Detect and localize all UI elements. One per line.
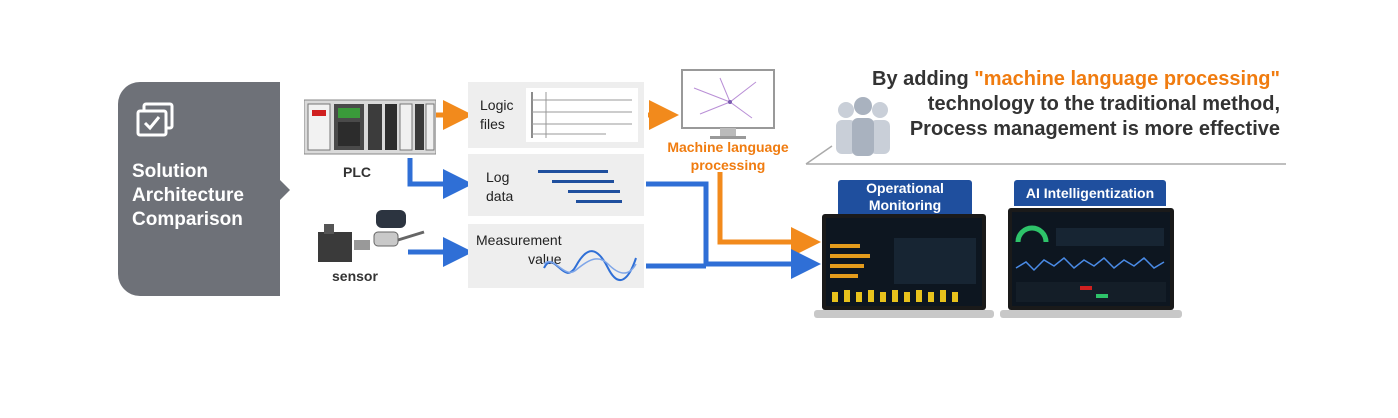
headline: By adding "machine language processing" … (860, 67, 1280, 142)
plc-icon (303, 99, 437, 155)
monitoring-badge: Operational Monitoring (838, 180, 972, 214)
monitoring-line: Operational (866, 180, 944, 196)
log-to-monitor-arrow (646, 181, 821, 279)
mlp-label: Machine language processing (660, 138, 796, 174)
sensor-device (316, 210, 426, 266)
plc-to-log-arrow (407, 158, 473, 199)
logic-files-line: files (480, 116, 505, 132)
measurement-box: Measurement value (468, 224, 644, 288)
ladder-logic-icon (526, 88, 638, 142)
log-data-box: Log data (468, 154, 644, 216)
mlp-to-monitor-arrow (717, 172, 821, 257)
headline-highlight: "machine language processing" (974, 68, 1280, 90)
monitoring-laptop (814, 214, 994, 318)
solution-card: Solution Architecture Comparison (118, 82, 290, 296)
measurement-line: Measurement (476, 232, 562, 248)
ai-laptop (1000, 208, 1182, 318)
ai-badge: AI Intelligentization (1014, 180, 1166, 206)
logic-files-line: Logic (480, 97, 514, 113)
document-check-icon (136, 102, 174, 137)
headline-line-2: technology to the traditional method, (927, 93, 1280, 115)
headline-line-3: Process management is more effective (909, 118, 1280, 140)
log-data-line: data (486, 188, 514, 204)
monitor-icon (681, 69, 775, 139)
monitoring-line: Monitoring (868, 197, 942, 213)
sensor-icon (318, 210, 425, 262)
logic-files-box: Logic files (468, 82, 644, 148)
mlp-line: Machine language (667, 139, 789, 155)
headline-divider (805, 145, 1286, 165)
card-title-line: Solution (132, 161, 208, 182)
card-title-line: Architecture (132, 185, 244, 206)
log-data-label: Log data (486, 168, 513, 206)
people-icon (836, 97, 890, 156)
log-lines-icon (538, 170, 622, 203)
plc-label: PLC (343, 164, 371, 180)
mlp-line: processing (690, 157, 766, 173)
wave-icon (543, 250, 637, 281)
log-data-line: Log (486, 169, 510, 185)
headline-prefix: By adding (872, 68, 975, 90)
card-title: Solution Architecture Comparison (132, 160, 244, 232)
logic-files-label: Logic files (480, 96, 513, 134)
card-title-line: Comparison (132, 209, 243, 230)
mlp-monitor (680, 68, 776, 140)
sensor-label: sensor (332, 268, 378, 284)
plc-device (303, 96, 437, 156)
headline-line-1: By adding "machine language processing" (860, 67, 1280, 92)
